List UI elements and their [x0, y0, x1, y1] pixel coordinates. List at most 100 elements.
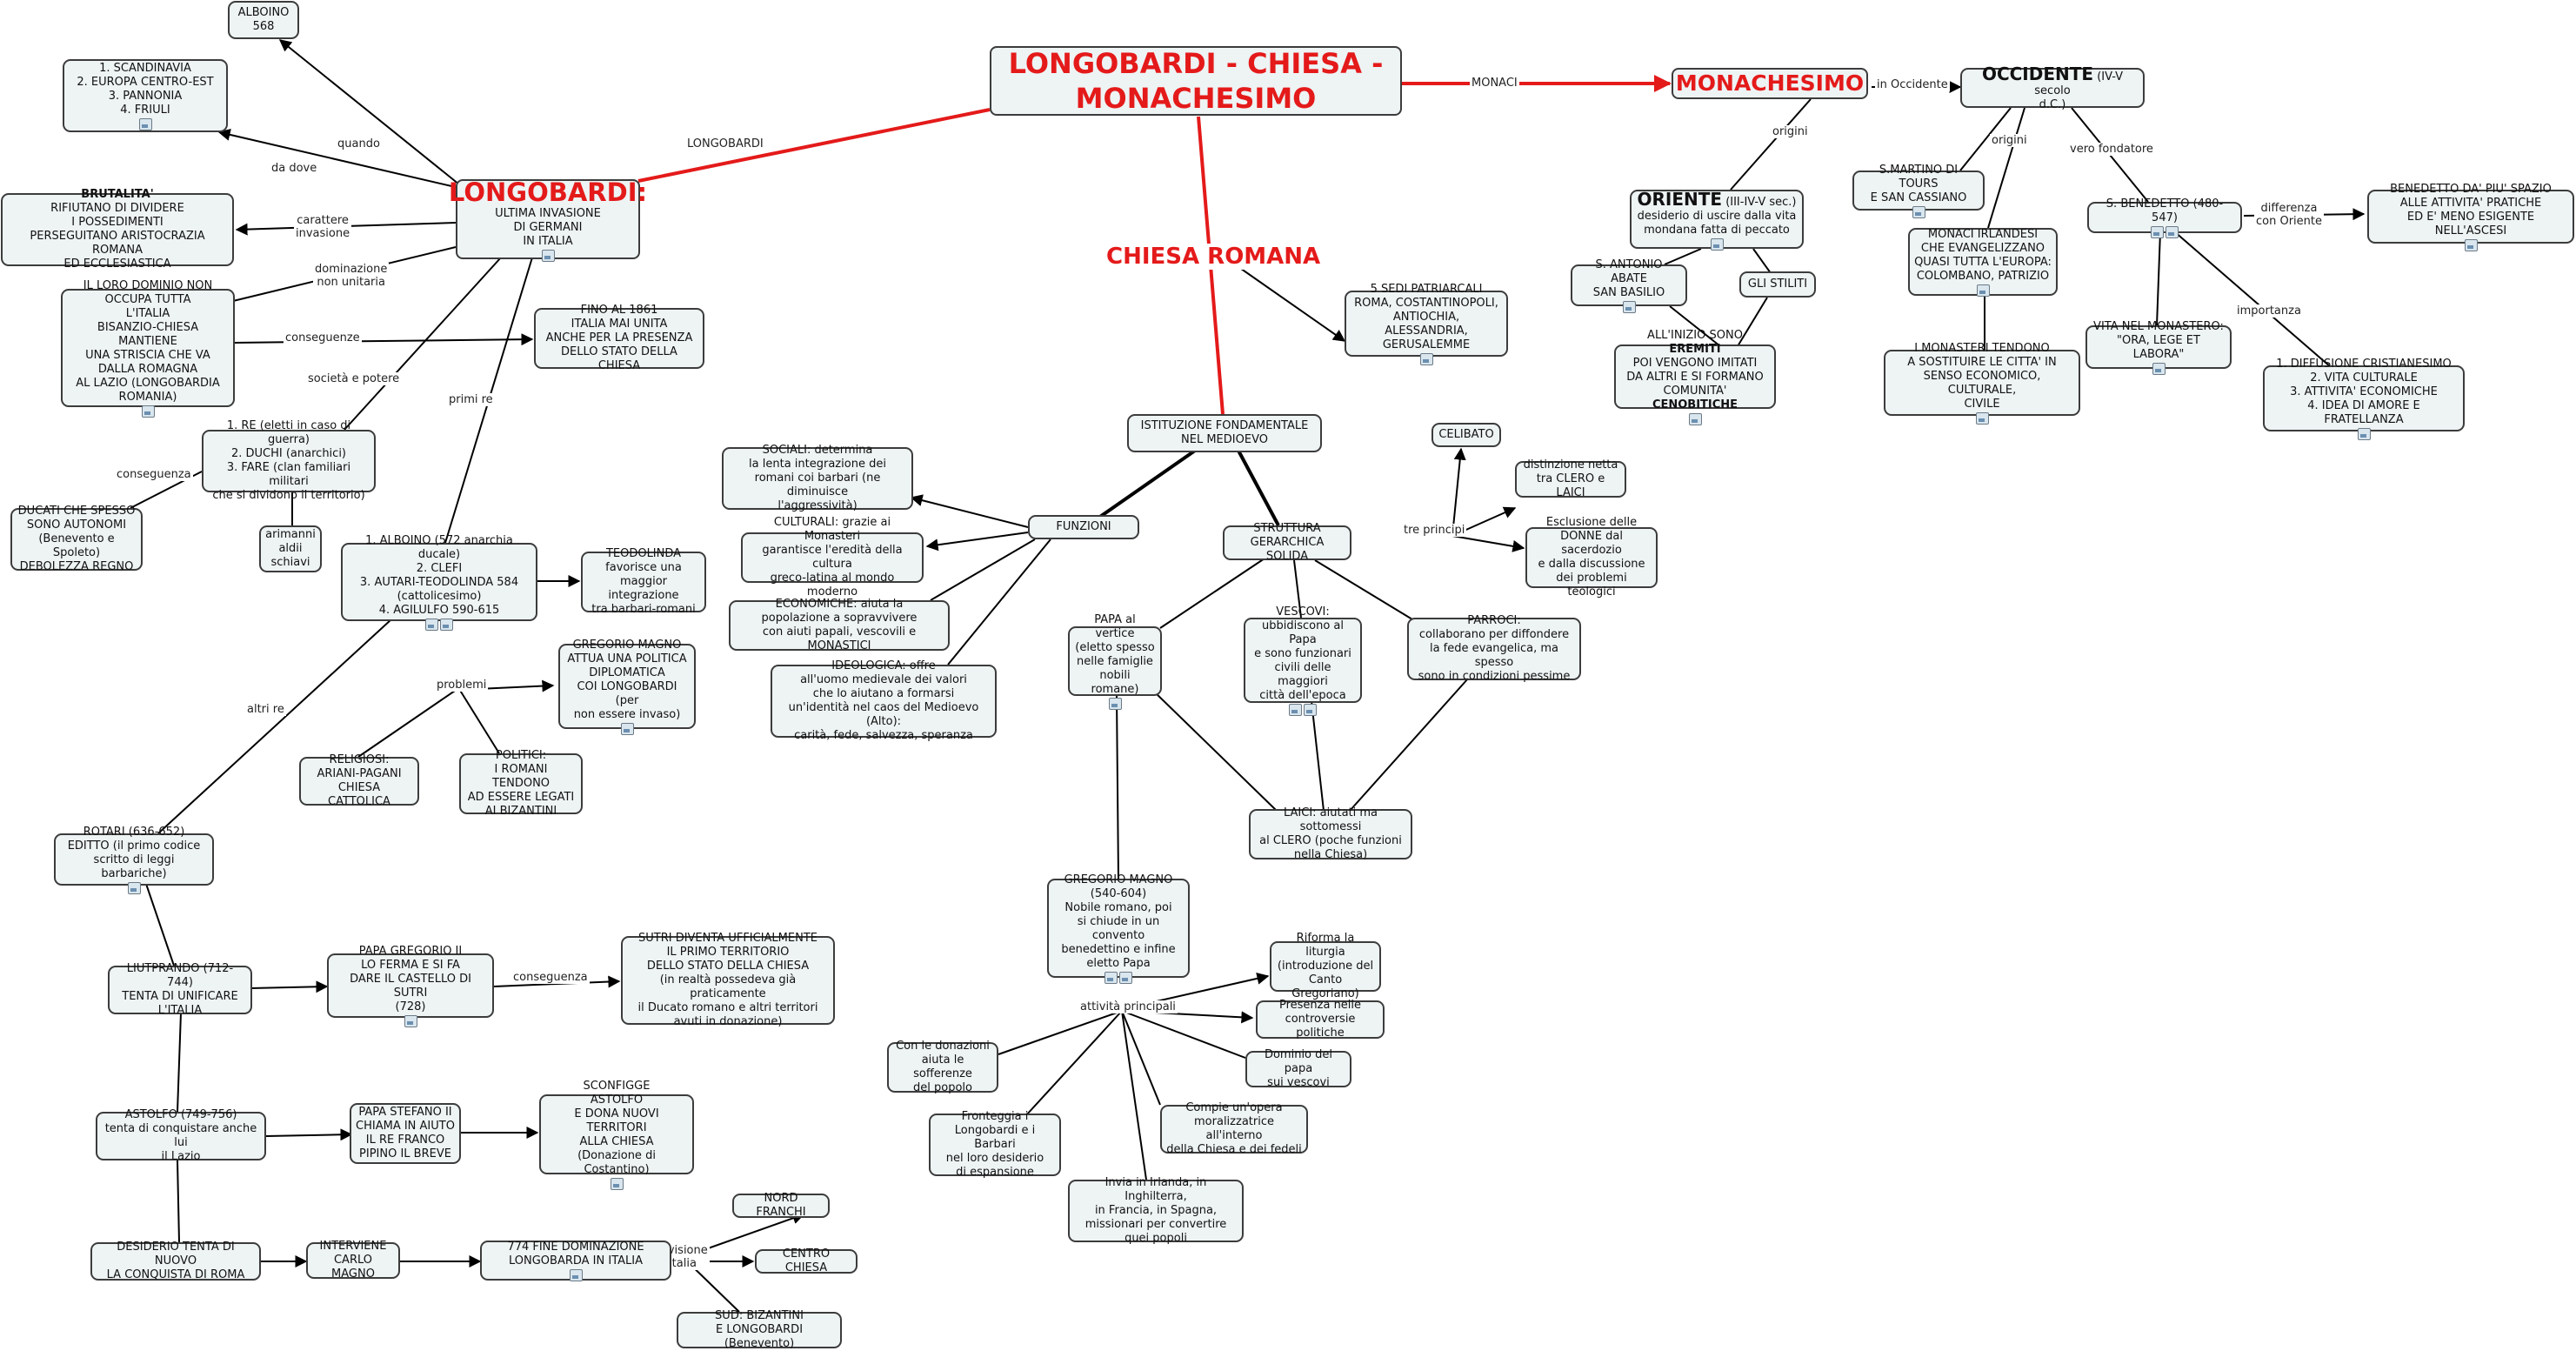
node-sociali[interactable]: SOCIALI: determina la lenta integrazione… — [722, 444, 913, 512]
image-icon[interactable] — [1622, 300, 1636, 313]
node-fino1861[interactable]: FINO AL 1861 ITALIA MAI UNITA ANCHE PER … — [534, 304, 704, 372]
document-icon[interactable] — [2166, 225, 2179, 238]
map-title[interactable]: LONGOBARDI - CHIESA - MONACHESIMO — [990, 46, 1402, 116]
node-monasteri[interactable]: I MONASTERI TENDONO A SOSTITUIRE LE CITT… — [1884, 342, 2080, 425]
document-icon[interactable] — [2152, 362, 2166, 375]
image-icon[interactable] — [569, 1268, 583, 1281]
node-re-list[interactable]: 1. ALBOINO (572 anarchia ducale) 2. CLEF… — [341, 534, 537, 631]
node-sconfigge[interactable]: SCONFIGGE ASTOLFO E DONA NUOVI TERRITORI… — [539, 1080, 694, 1190]
node-astolfo[interactable]: ASTOLFO (749-756) tenta di conquistare a… — [96, 1108, 266, 1163]
image-icon[interactable] — [1912, 205, 1925, 218]
image-icon[interactable] — [425, 618, 438, 631]
node-desiderio[interactable]: DESIDERIO TENTA DI NUOVO LA CONQUISTA DI… — [90, 1241, 261, 1281]
node-economiche[interactable]: ECONOMICHE: aiuta la popolazione a sopra… — [729, 598, 950, 652]
image-icon[interactable] — [1688, 412, 1702, 425]
node-stiliti[interactable]: GLI STILITI — [1739, 271, 1816, 298]
connector-line — [1669, 305, 1721, 347]
link-label-da-dove: da dove — [270, 162, 319, 175]
node-vescovi[interactable]: VESCOVI: ubbidiscono al Papa e sono funz… — [1244, 605, 1362, 716]
node-benedetto-spazio-text: BENEDETTO DA' PIU' SPAZIO ALLE ATTIVITA'… — [2390, 182, 2552, 237]
node-presenza[interactable]: Presenza nelle controversie politiche — [1256, 999, 1385, 1040]
link-label-origini2: origini — [1990, 134, 2029, 147]
document-icon[interactable] — [1304, 703, 1317, 716]
node-stefano[interactable]: PAPA STEFANO II CHIAMA IN AIUTO IL RE FR… — [350, 1103, 461, 1164]
node-dominio-papa[interactable]: Dominio del papa sui vescovi — [1245, 1048, 1351, 1089]
image-icon[interactable] — [138, 117, 152, 130]
node-esclusione[interactable]: Esclusione delle DONNE dal sacerdozio e … — [1525, 516, 1658, 599]
node-liturgia[interactable]: Riforma la liturgia (introduzione del Ca… — [1270, 932, 1381, 1000]
node-gregorio-pol[interactable]: GREGORIO MAGNO ATTUA UNA POLITICA DIPLOM… — [558, 639, 696, 735]
node-nord[interactable]: NORD FRANCHI — [732, 1192, 830, 1219]
node-albonio[interactable]: ALBOINO 568 — [228, 1, 299, 39]
image-icon[interactable] — [1419, 352, 1433, 365]
node-religiosi[interactable]: RELIGIOSI: ARIANI-PAGANI CHIESA CATTOLIC… — [299, 753, 419, 808]
image-icon[interactable] — [1975, 411, 1989, 425]
node-sedi[interactable]: 5 SEDI PATRIARCALI ROMA, COSTANTINOPOLI,… — [1345, 283, 1508, 365]
node-invia[interactable]: Invia in Irlanda, in Inghilterra, in Fra… — [1068, 1176, 1244, 1245]
node-fine774[interactable]: 774 FINE DOMINAZIONE LONGOBARDA IN ITALI… — [480, 1241, 671, 1281]
node-carlo[interactable]: INTERVIENE CARLO MAGNO — [306, 1240, 400, 1281]
image-icon[interactable] — [1289, 703, 1302, 716]
node-gregorio2[interactable]: PAPA GREGORIO II LO FERMA E SI FA DARE I… — [327, 945, 494, 1027]
node-longobardi[interactable]: LONGOBARDI: ULTIMA INVASIONE DI GERMANI … — [449, 177, 647, 262]
node-carlo-text: INTERVIENE CARLO MAGNO — [319, 1240, 387, 1281]
node-monachesimo[interactable]: MONACHESIMO — [1672, 68, 1868, 99]
node-struttura[interactable]: STRUTTURA GERARCHICA SOLIDA — [1223, 522, 1351, 563]
node-oriente[interactable]: ORIENTE (III-IV-V sec.) desiderio di usc… — [1630, 189, 1804, 251]
image-icon[interactable] — [610, 1177, 624, 1190]
image-icon[interactable] — [1104, 971, 1118, 984]
node-ducati[interactable]: DUCATI CHE SPESSO SONO AUTONOMI (Beneven… — [10, 505, 143, 573]
node-distinzione[interactable]: distinzione netta tra CLERO e LAICI — [1515, 458, 1626, 499]
node-ideologica[interactable]: IDEOLOGICA: offre all'uomo medievale dei… — [771, 659, 997, 742]
image-icon[interactable] — [404, 1014, 417, 1027]
image-icon[interactable] — [127, 881, 141, 894]
node-funzioni[interactable]: FUNZIONI — [1028, 515, 1139, 539]
image-icon[interactable] — [1108, 697, 1122, 710]
node-parroci[interactable]: PARROCI: collaborano per diffondere la f… — [1407, 614, 1581, 683]
node-benedetto-spazio[interactable]: BENEDETTO DA' PIU' SPAZIO ALLE ATTIVITA'… — [2367, 183, 2574, 251]
node-irlandesi[interactable]: MONACI IRLANDESI CHE EVANGELIZZANO QUASI… — [1908, 228, 2058, 297]
node-martino[interactable]: S.MARTINO DI TOURS E SAN CASSIANO — [1852, 164, 1985, 218]
map-title-line1: LONGOBARDI - CHIESA - — [1008, 47, 1384, 80]
node-gregorio[interactable]: GREGORIO MAGNO (540-604) Nobile romano, … — [1047, 873, 1190, 984]
node-re-duchi[interactable]: 1. RE (eletti in caso di guerra) 2. DUCH… — [202, 419, 376, 502]
image-icon[interactable] — [1976, 284, 1990, 297]
node-culturali[interactable]: CULTURALI: grazie ai Monasteri garantisc… — [741, 516, 924, 599]
image-icon[interactable] — [2151, 225, 2164, 238]
image-icon[interactable] — [141, 405, 155, 418]
node-occidente[interactable]: OCCIDENTE (IV-V secolo d.C.) — [1960, 64, 2145, 111]
document-icon[interactable] — [440, 618, 453, 631]
node-dominio[interactable]: IL LORO DOMINIO NON OCCUPA TUTTA L'ITALI… — [61, 279, 235, 418]
node-laici[interactable]: LAICI: aiutati ma sottomessi al CLERO (p… — [1249, 806, 1412, 861]
image-icon[interactable] — [2357, 427, 2371, 440]
node-scandinavia[interactable]: 1. SCANDINAVIA 2. EUROPA CENTRO-EST 3. P… — [63, 59, 228, 132]
node-liutprando[interactable]: LIUTPRANDO (712-744) TENTA DI UNIFICARE … — [108, 962, 252, 1017]
node-centro[interactable]: CENTRO CHIESA — [755, 1247, 858, 1274]
document-icon[interactable] — [1119, 971, 1132, 984]
node-celibato-text: CELIBATO — [1438, 428, 1494, 441]
node-brutalita[interactable]: BRUTALITA'RIFIUTANO DI DIVIDERE I POSSED… — [1, 188, 234, 271]
node-celibato[interactable]: CELIBATO — [1431, 423, 1501, 447]
image-icon[interactable] — [620, 722, 634, 735]
node-vita[interactable]: VITA NEL MONASTERO: "ORA, LEGE ET LABORA… — [2085, 320, 2232, 375]
node-eremiti[interactable]: ALL'INIZIO SONO EREMITI POI VENGONO IMIT… — [1614, 329, 1776, 425]
node-benedetto[interactable]: S. BENEDETTO (480-547) — [2087, 197, 2242, 238]
node-papa[interactable]: PAPA al vertice (eletto spesso nelle fam… — [1068, 613, 1162, 710]
node-sutri[interactable]: SUTRI DIVENTA UFFICIALMENTE IL PRIMO TER… — [621, 932, 835, 1028]
node-politici[interactable]: POLITICI: I ROMANI TENDONO AD ESSERE LEG… — [459, 749, 583, 818]
node-teodolinda[interactable]: TEODOLINDA favorisce una maggior integra… — [581, 547, 706, 616]
node-moralizzatrice[interactable]: Compie un'opera moralizzatrice all'inter… — [1160, 1101, 1308, 1156]
image-icon[interactable] — [541, 249, 555, 262]
node-arimanni[interactable]: arimanni aldii schiavi — [259, 525, 322, 572]
image-icon[interactable] — [1710, 237, 1724, 251]
node-antonio[interactable]: S. ANTONIO ABATE SAN BASILIO — [1571, 258, 1687, 313]
node-istituzione[interactable]: ISTITUZIONE FONDAMENTALE NEL MEDIOEVO — [1127, 414, 1322, 452]
node-rotari[interactable]: ROTARI (636-652) EDITTO (il primo codice… — [54, 826, 214, 894]
link-label-primi-re: primi re — [447, 393, 495, 406]
node-diffusione[interactable]: 1. DIFFUSIONE CRISTIANESIMO 2. VITA CULT… — [2263, 358, 2465, 440]
node-sud[interactable]: SUD: BIZANTINI E LONGOBARDI (Benevento) — [677, 1309, 842, 1350]
node-fronteggia[interactable]: Fronteggia i Longobardi e i Barbari nel … — [929, 1110, 1061, 1179]
image-icon[interactable] — [2464, 238, 2478, 251]
node-donazioni[interactable]: Con le donazioni aiuta le sofferenze del… — [887, 1040, 998, 1094]
connector-line — [1025, 1010, 1123, 1116]
